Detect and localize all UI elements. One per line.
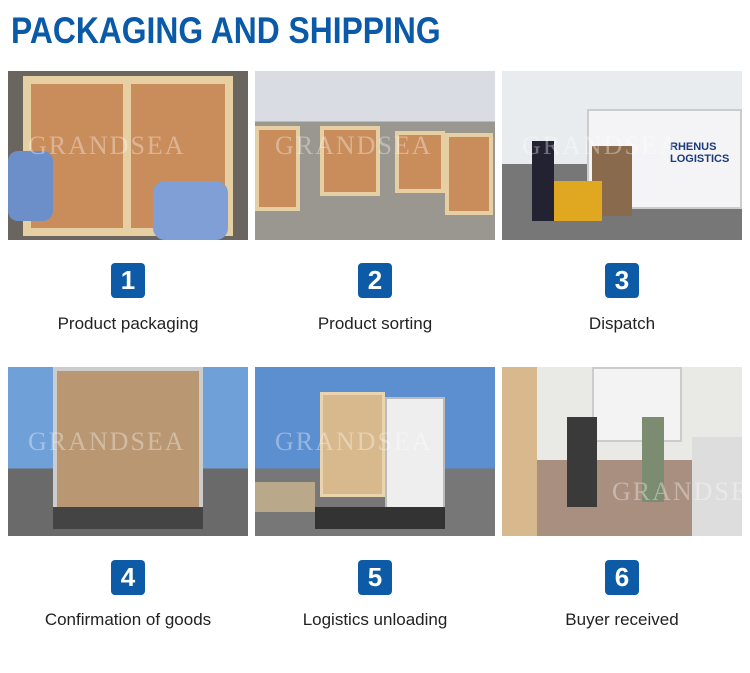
photo-product-sorting: GRANDSEA	[255, 71, 495, 240]
photo-logistics-unloading: GRANDSEA	[255, 367, 495, 536]
step-label: Product packaging	[57, 314, 199, 333]
step-number-badge: 2	[358, 263, 392, 298]
watermark: GRANDSEA	[522, 131, 680, 160]
step-label: Buyer received	[565, 610, 679, 629]
photo-product-packaging: GRANDSEA	[8, 71, 248, 240]
step-label: Logistics unloading	[302, 610, 448, 629]
step-number-badge: 1	[111, 263, 145, 298]
step-number-badge: 6	[605, 560, 639, 595]
step-number-badge: 4	[111, 560, 145, 595]
step-label: Product sorting	[317, 314, 433, 333]
photo-dispatch: RHENUS LOGISTICS GRANDSEA	[502, 71, 742, 240]
watermark: GRANDSEA	[275, 131, 433, 160]
watermark: GRANDSEA	[28, 131, 186, 160]
page-title: PACKAGING AND SHIPPING	[11, 10, 441, 51]
step-number-badge: 3	[605, 263, 639, 298]
photo-buyer-received: GRANDSEA	[502, 367, 742, 536]
watermark: GRANDSEA	[275, 427, 433, 456]
watermark: GRANDSEA	[28, 427, 186, 456]
photo-confirmation-of-goods: GRANDSEA	[8, 367, 248, 536]
watermark: GRANDSEA	[612, 477, 742, 506]
step-label: Dispatch	[588, 314, 656, 333]
truck-text: RHENUS LOGISTICS	[670, 141, 730, 165]
step-label: Confirmation of goods	[44, 610, 212, 629]
step-number-badge: 5	[358, 560, 392, 595]
